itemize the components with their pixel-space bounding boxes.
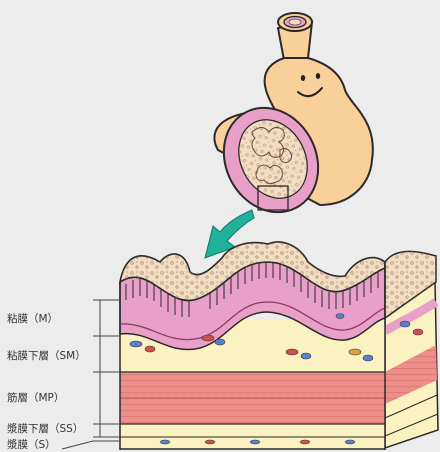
layer-label-mucosa: 粘膜（M）: [7, 311, 58, 326]
layer-label-muscularis-propria: 筋層（MP）: [7, 390, 64, 405]
layer-label-submucosa: 粘膜下層（SM）: [7, 348, 86, 363]
tissue-block: [120, 242, 438, 450]
layer-label-subserosa: 漿膜下層（SS）: [7, 421, 83, 436]
layer-label-serosa: 漿膜（S）: [7, 437, 56, 452]
